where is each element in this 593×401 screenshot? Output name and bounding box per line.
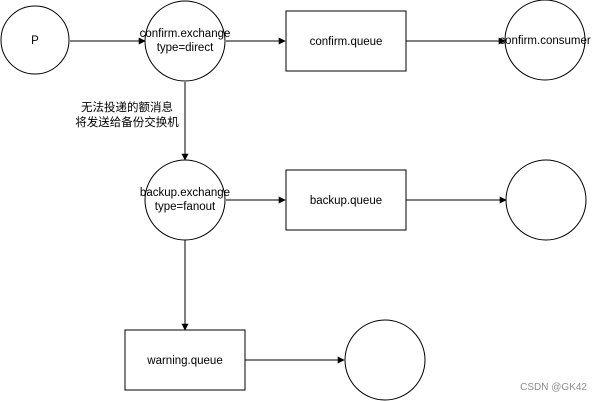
- warning-queue-label: warning.queue: [146, 355, 222, 367]
- backup-queue-label: backup.queue: [310, 195, 382, 207]
- confirm-consumer-node: confirm.consumer: [499, 0, 591, 81]
- confirm-exchange-name: confirm.exchange: [140, 28, 231, 40]
- backup-exchange-node: backup.exchange type=fanout: [140, 159, 230, 241]
- confirm-queue-node: confirm.queue: [285, 10, 407, 72]
- warning-consumer-node: [344, 319, 426, 401]
- producer-node: P: [0, 5, 70, 75]
- csdn-watermark: CSDN @GK42: [520, 382, 587, 393]
- confirm-exchange-type: type=direct: [157, 42, 214, 54]
- backup-exchange-type: type=fanout: [155, 201, 216, 213]
- warning-queue-node: warning.queue: [124, 329, 246, 391]
- unroutable-annotation-line2: 将发送给备份交换机: [75, 115, 179, 129]
- confirm-exchange-node: confirm.exchange type=direct: [140, 0, 231, 82]
- backup-exchange-name: backup.exchange: [140, 187, 230, 199]
- confirm-queue-label: confirm.queue: [310, 36, 383, 48]
- unroutable-annotation-line1: 无法投递的额消息: [81, 100, 173, 114]
- producer-label: P: [31, 35, 39, 47]
- backup-queue-node: backup.queue: [285, 169, 407, 231]
- backup-consumer-node: [505, 159, 587, 241]
- confirm-consumer-label: confirm.consumer: [499, 35, 591, 47]
